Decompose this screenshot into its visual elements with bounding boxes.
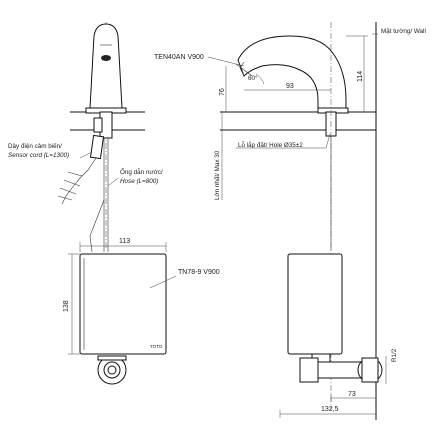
controller-model-label: TN78-9 V900 xyxy=(178,269,220,276)
front-view: TOTO 113 138 Dây điện cảm biến/ Sensor c… xyxy=(8,22,220,385)
brand-label: TOTO xyxy=(150,344,163,349)
hose-label-1: Ống dẫn nước/ xyxy=(120,166,163,176)
dim-93: 93 xyxy=(286,83,294,90)
dim-76: 76 xyxy=(219,88,226,96)
sensor-cord-label-1: Dây điện cảm biến/ xyxy=(8,141,62,150)
side-view: Mặt tường/ Wall 60° 93 76 114 xyxy=(154,22,426,420)
max-thickness-label: Lớn nhất/ Max 30 xyxy=(212,150,221,200)
spout-angle: 60° xyxy=(248,74,258,82)
sensor-cord-label-2: Sensor cord (L=1300) xyxy=(8,152,69,159)
dim-132-5: 132,5 xyxy=(321,406,339,413)
faucet-model-label: TEN40AN V900 xyxy=(154,54,204,61)
dim-113: 113 xyxy=(119,238,130,245)
dim-73: 73 xyxy=(348,391,356,398)
wall-label: Mặt tường/ Wall xyxy=(381,28,426,35)
dim-138: 138 xyxy=(63,300,70,312)
hole-label: Lỗ lắp đặt/ Hole Ø35±2 xyxy=(238,140,303,149)
front-faucet-body xyxy=(89,23,123,109)
front-controller-box xyxy=(79,253,167,355)
thread-label: R1/2 xyxy=(391,348,398,362)
front-faucet-nozzle xyxy=(101,55,111,61)
dim-114: 114 xyxy=(357,71,364,82)
side-faucet-spout xyxy=(237,35,347,113)
side-controller-box xyxy=(287,253,343,355)
hose-label-2: Hose (L=800) xyxy=(120,178,158,185)
